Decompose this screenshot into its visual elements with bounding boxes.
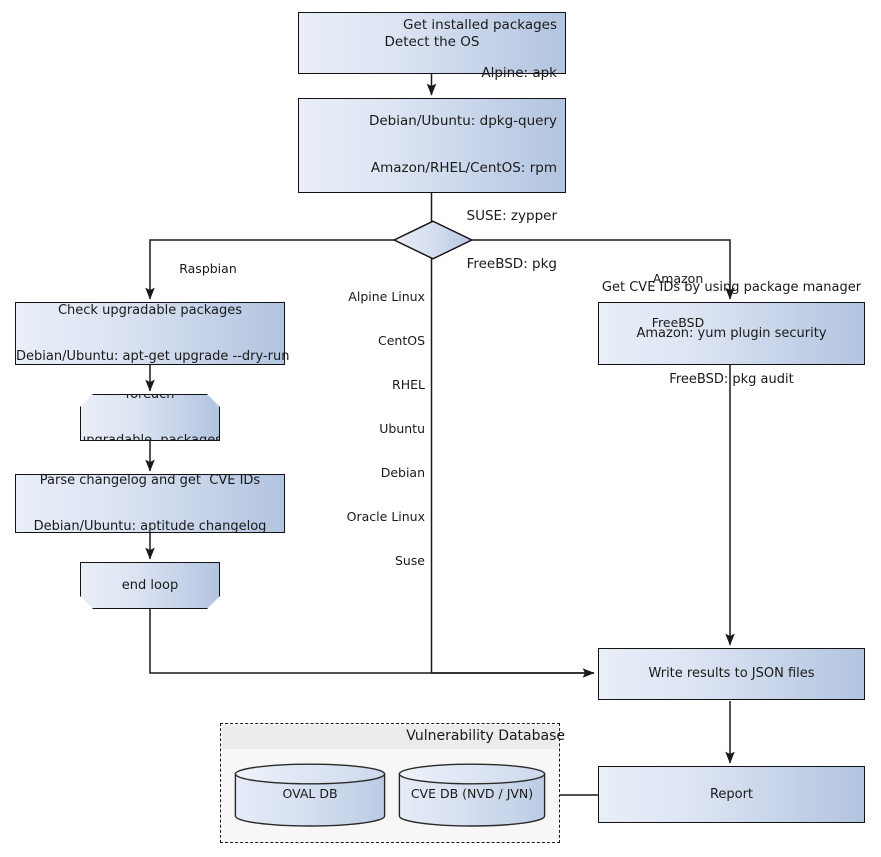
- node-write-results-json[interactable]: Write results to JSON files: [598, 648, 865, 700]
- database-cve-db[interactable]: [398, 763, 546, 827]
- line: Check upgradable packages: [57, 302, 243, 318]
- line: Amazon: [652, 271, 704, 287]
- database-oval-db-label: OVAL DB: [282, 786, 338, 801]
- line: FreeBSD: pkg audit: [669, 371, 794, 387]
- line: Alpine Linux: [348, 289, 425, 305]
- line: FreeBSD: pkg: [466, 255, 557, 272]
- node-detect-os-label: Detect the OS: [384, 34, 480, 51]
- node-check-upgradable-packages[interactable]: Check upgradable packages Debian/Ubuntu:…: [15, 302, 289, 365]
- database-cve-db-label: CVE DB (NVD / JVN): [410, 786, 534, 801]
- line: Debian/Ubuntu: aptitude changelog: [33, 518, 267, 534]
- node-get-installed-packages-label: Get installed packages Alpine: apk Debia…: [299, 0, 565, 305]
- line: FreeBSD: [651, 315, 705, 331]
- line: Get CVE IDs by using package manager: [601, 279, 862, 295]
- line: Debian: [380, 464, 425, 480]
- line: RHEL: [392, 377, 425, 392]
- line: Amazon/RHEL/CentOS: rpm: [370, 160, 557, 177]
- line: Debian/Ubuntu: dpkg-query: [368, 112, 557, 129]
- line: Amazon: yum plugin security: [636, 325, 827, 341]
- line: SUSE: zypper: [466, 208, 557, 225]
- line: CentOS: [377, 333, 425, 349]
- line: Get installed packages: [403, 17, 557, 34]
- line: Ubuntu: [379, 420, 425, 436]
- line: Debian/Ubuntu: apt-get upgrade --dry-run: [16, 348, 290, 364]
- line: Parse changelog and get CVE IDs: [39, 472, 261, 488]
- line: Alpine: apk: [481, 64, 557, 81]
- line: Suse: [394, 552, 425, 568]
- node-end-loop[interactable]: end loop: [80, 562, 220, 609]
- node-check-upgradable-packages-label: Check upgradable packages Debian/Ubuntu:…: [16, 272, 290, 395]
- node-report[interactable]: Report: [598, 766, 865, 823]
- node-detect-os[interactable]: Detect the OS: [298, 12, 566, 74]
- group-title-vulnerability-database: Vulnerability Database: [406, 728, 565, 744]
- node-end-loop-label: end loop: [121, 577, 179, 593]
- node-write-results-json-label: Write results to JSON files: [648, 666, 815, 682]
- node-get-cve-ids-package-manager[interactable]: Get CVE IDs by using package manager Ama…: [598, 280, 865, 387]
- node-foreach-loop-start[interactable]: foreach upgradable packages: [80, 394, 220, 441]
- group-header-band: [222, 725, 558, 749]
- node-report-label: Report: [709, 786, 754, 802]
- edge-label-middle-distros: Alpine Linux CentOS RHEL Ubuntu Debian O…: [300, 261, 425, 597]
- node-parse-changelog-label: Parse changelog and get CVE IDs Debian/U…: [16, 442, 284, 565]
- edge-label-amazon-freebsd: Amazon FreeBSD: [628, 243, 728, 360]
- edge-label-raspbian: Raspbian: [179, 261, 237, 276]
- node-parse-changelog[interactable]: Parse changelog and get CVE IDs Debian/U…: [15, 473, 285, 534]
- node-get-cve-ids-package-manager-label: Get CVE IDs by using package manager Ama…: [599, 249, 864, 418]
- database-oval-db[interactable]: [234, 763, 386, 827]
- line: Oracle Linux: [346, 508, 425, 524]
- node-get-installed-packages[interactable]: Get installed packages Alpine: apk Debia…: [298, 17, 566, 272]
- edge-endloop-to-write: [149, 609, 595, 678]
- decision-diamond[interactable]: [393, 220, 473, 260]
